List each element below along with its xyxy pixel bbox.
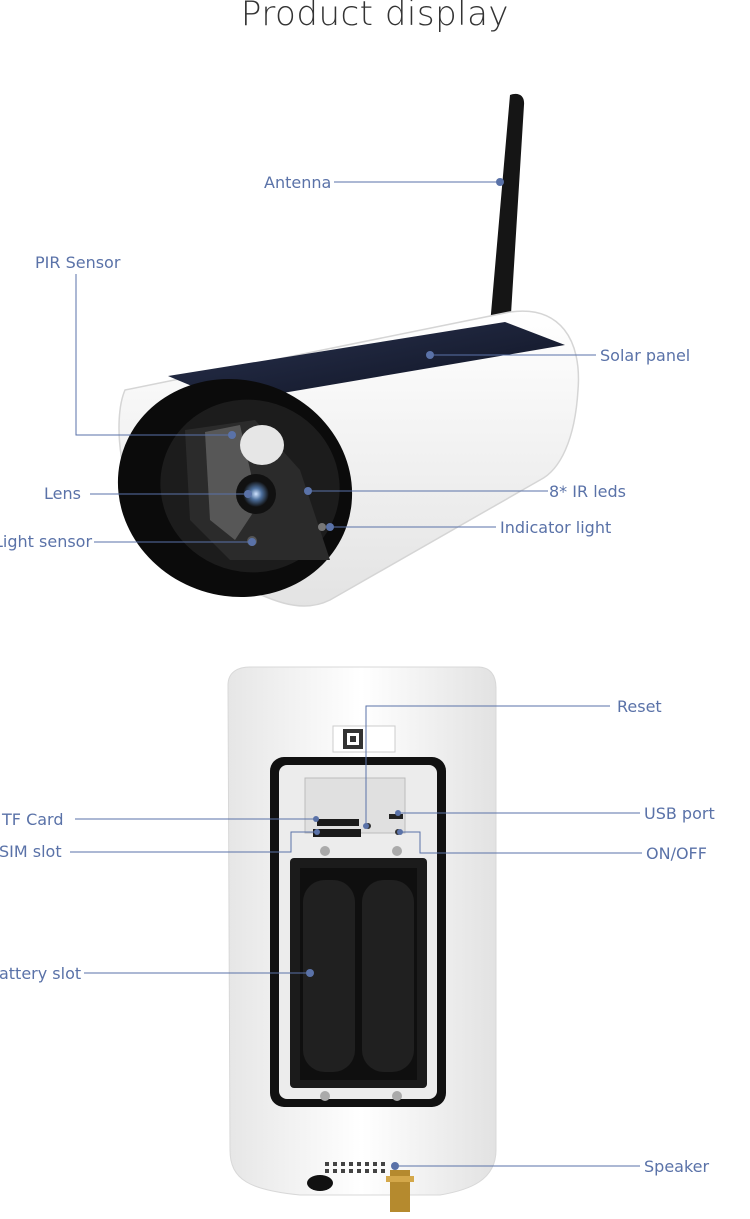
camera-front	[117, 93, 580, 607]
label-usb-port: USB port	[644, 804, 715, 823]
page-title: Product display	[240, 0, 510, 34]
label-antenna: Antenna	[264, 173, 332, 192]
label-pir-sensor: PIR Sensor	[35, 253, 121, 272]
camera-back	[227, 666, 497, 1212]
label-solar-panel: Solar panel	[600, 346, 691, 365]
callout-lines	[70, 181, 642, 1167]
label-on-off: ON/OFF	[646, 844, 707, 863]
label-indicator-light: Indicator light	[500, 518, 612, 537]
callout-dots	[228, 178, 504, 1170]
label-speaker: Speaker	[644, 1157, 710, 1176]
label-reset: Reset	[617, 697, 662, 716]
label-lens: Lens	[44, 484, 81, 503]
label-light-sensor: Light sensor	[0, 532, 93, 551]
label-tf-card: TF Card	[2, 810, 64, 829]
label-battery-slot: Battery slot	[0, 964, 82, 983]
label-ir-leds: 8* IR leds	[549, 482, 626, 501]
label-sim-slot: SIM slot	[0, 842, 62, 861]
